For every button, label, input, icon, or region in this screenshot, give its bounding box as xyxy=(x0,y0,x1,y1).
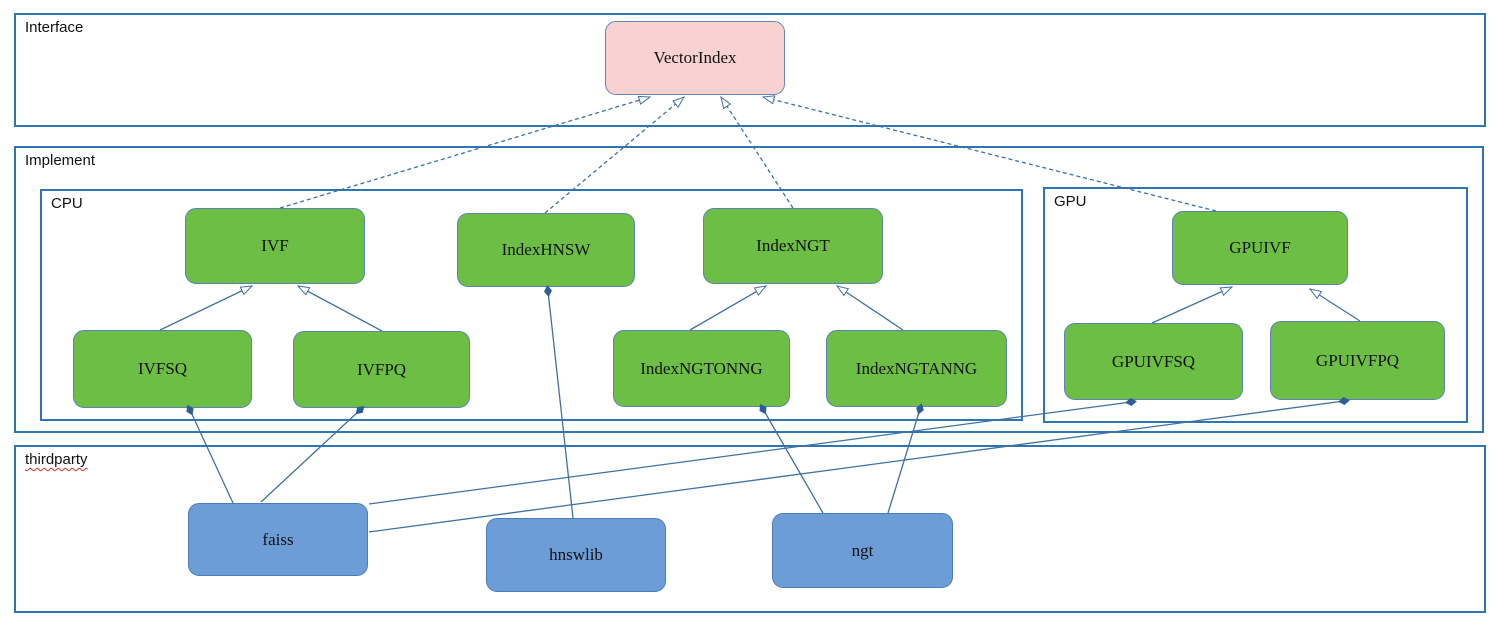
node-ivf[interactable]: IVF xyxy=(185,208,365,284)
node-faiss-label: faiss xyxy=(262,529,294,549)
node-ivfsq-label: IVFSQ xyxy=(137,359,188,378)
node-indexngtonng[interactable]: IndexNGTONNG xyxy=(613,330,790,407)
node-indexngt[interactable]: IndexNGT xyxy=(703,208,883,284)
node-indexngt-label: IndexNGT xyxy=(756,236,830,255)
group-gpu-label: GPU xyxy=(1054,193,1087,210)
node-gpuivf[interactable]: GPUIVF xyxy=(1172,211,1348,285)
node-gpuivfpq[interactable]: GPUIVFPQ xyxy=(1270,321,1445,400)
group-implement-label: Implement xyxy=(25,152,96,169)
node-indexngtanng[interactable]: IndexNGTANNG xyxy=(826,330,1007,407)
node-gpuivfsq-label: GPUIVFSQ xyxy=(1111,351,1196,371)
node-hnswlib-label: hnswlib xyxy=(549,545,603,564)
node-ivfpq[interactable]: IVFPQ xyxy=(293,331,470,408)
node-indexngtonng-label: IndexNGTONNG xyxy=(640,358,763,378)
group-cpu-label: CPU xyxy=(51,195,83,212)
node-ngt[interactable]: ngt xyxy=(772,513,953,588)
group-interface-label: Interface xyxy=(25,19,84,36)
node-faiss[interactable]: faiss xyxy=(188,503,368,576)
node-gpuivfsq[interactable]: GPUIVFSQ xyxy=(1064,323,1243,400)
node-ivfsq[interactable]: IVFSQ xyxy=(73,330,252,408)
node-indexngtanng-label: IndexNGTANNG xyxy=(855,358,978,378)
node-vectorindex[interactable]: VectorIndex xyxy=(605,21,785,95)
node-indexhnsw[interactable]: IndexHNSW xyxy=(457,213,635,287)
node-ivfpq-label: IVFPQ xyxy=(356,359,407,379)
node-vectorindex-label: VectorIndex xyxy=(653,48,737,67)
node-indexhnsw-label: IndexHNSW xyxy=(501,240,591,259)
node-gpuivf-label: GPUIVF xyxy=(1229,238,1291,257)
group-thirdparty-label: thirdparty xyxy=(25,451,88,468)
node-ngt-label: ngt xyxy=(851,540,874,560)
node-hnswlib[interactable]: hnswlib xyxy=(486,518,666,592)
node-gpuivfpq-label: GPUIVFPQ xyxy=(1315,350,1400,370)
node-ivf-label: IVF xyxy=(261,236,289,255)
